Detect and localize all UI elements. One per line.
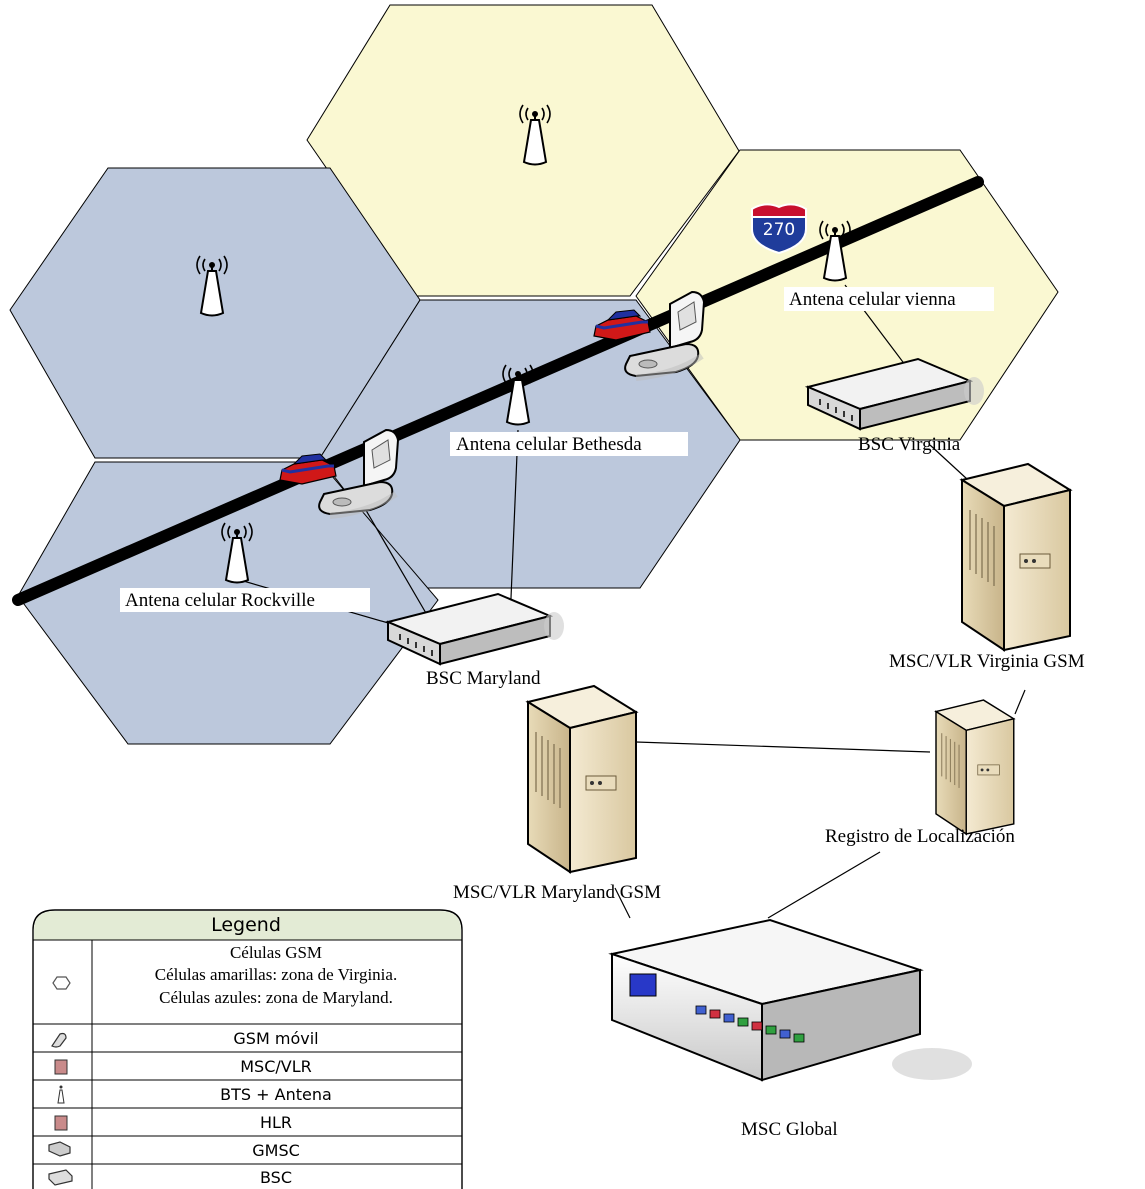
legend-item-label: HLR xyxy=(260,1113,292,1132)
location-register-server-icon xyxy=(935,699,1015,835)
legend-item-label: GSM móvil xyxy=(233,1029,318,1048)
legend-cells-yellow: Células amarillas: zona de Virginia. xyxy=(155,965,397,984)
legend-title: Legend xyxy=(211,914,281,936)
msc-maryland-server-icon xyxy=(527,685,637,873)
legend-item-label: MSC/VLR xyxy=(240,1057,312,1076)
legend: Legend Células GSM Células amarillas: zo… xyxy=(32,909,463,1189)
legend-rows: GSM móvil MSC/VLR BTS + Antena HLR GMSC … xyxy=(33,1029,462,1187)
switch-icon xyxy=(48,1141,71,1157)
label-location-register: Registro de Localización xyxy=(825,826,1015,847)
label-msc-global: MSC Global xyxy=(741,1119,838,1140)
highway-270-road xyxy=(12,176,984,606)
label-antenna-rockville: Antena celular Rockville xyxy=(125,590,315,611)
legend-item-label: BSC xyxy=(260,1168,292,1187)
mobile-phone-icon xyxy=(51,1032,67,1048)
hexagon-cell-icon xyxy=(52,976,71,990)
interstate-shield-icon: 270 xyxy=(751,203,807,255)
server-icon xyxy=(54,1059,68,1075)
msc-global-switch-icon xyxy=(608,918,972,1082)
msc-virginia-server-icon xyxy=(961,463,1071,651)
legend-item-label: BTS + Antena xyxy=(220,1085,332,1104)
legend-cells-blue: Células azules: zona de Maryland. xyxy=(159,988,393,1007)
label-msc-maryland: MSC/VLR Maryland GSM xyxy=(453,882,661,903)
bsc-icon xyxy=(48,1169,73,1186)
label-antenna-bethesda: Antena celular Bethesda xyxy=(456,434,642,455)
label-antenna-vienna: Antena celular vienna xyxy=(789,289,956,310)
label-bsc-virginia: BSC Virginia xyxy=(858,434,961,455)
antenna-icon xyxy=(57,1085,65,1104)
label-msc-virginia: MSC/VLR Virginia GSM xyxy=(889,651,1085,672)
label-bsc-maryland: BSC Maryland xyxy=(426,668,541,689)
legend-cells-title: Células GSM xyxy=(230,943,322,962)
shield-number: 270 xyxy=(763,220,795,240)
server-icon xyxy=(54,1115,68,1131)
legend-item-label: GMSC xyxy=(252,1141,300,1160)
